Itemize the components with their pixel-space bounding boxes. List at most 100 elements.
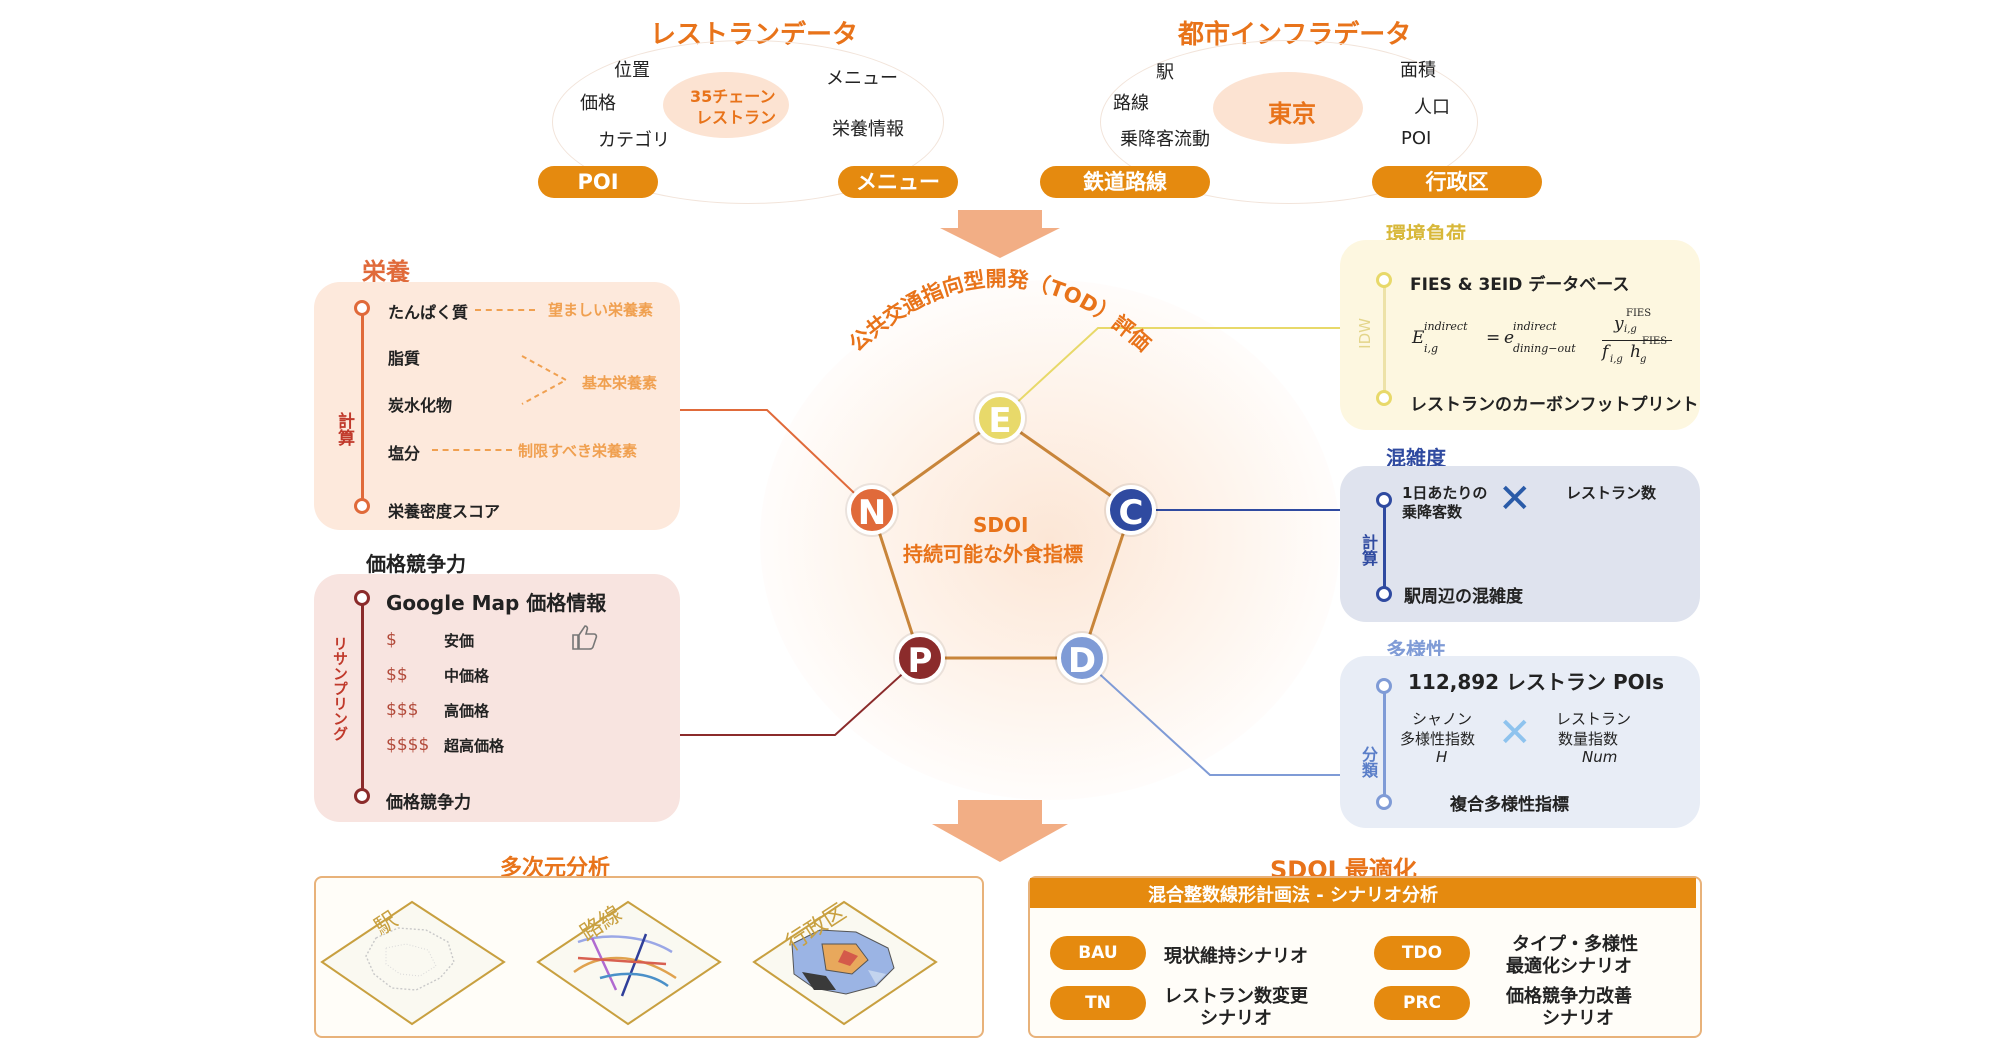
formula-lhs: E (1412, 328, 1425, 348)
nutrition-item-carb: 炭水化物 (388, 396, 453, 415)
analysis-maps (320, 900, 938, 1026)
nutrition-dot-bottom (354, 498, 370, 514)
diversity-card (1340, 656, 1700, 828)
infra-item-station: 駅 (1156, 62, 1174, 83)
scenario-tn: TN (1050, 986, 1146, 1020)
congestion-side-label: 計算 (1359, 534, 1378, 566)
congestion-item1-line1: 1日あたりの (1402, 484, 1488, 502)
price-symbol-3: $$$ (386, 700, 419, 720)
pill-rail: 鉄道路線 (1040, 166, 1210, 198)
restaurant-item-category: カテゴリ (598, 130, 670, 151)
pill-ward: 行政区 (1372, 166, 1542, 198)
node-d[interactable]: D (1057, 633, 1107, 683)
price-dot-top (354, 590, 370, 606)
pentagon-outline (870, 416, 1133, 660)
restaurant-center-blob (663, 72, 789, 138)
scenario-prc-label-2: シナリオ (1542, 1008, 1614, 1029)
scenario-tn-label-1: レストラン数変更 (1164, 986, 1308, 1007)
infra-item-line: 路線 (1113, 93, 1149, 114)
restaurant-center-line2: レストラン (696, 108, 777, 127)
congestion-dot-top (1376, 492, 1392, 508)
connector-n (680, 409, 873, 511)
price-label-3: 高価格 (444, 702, 490, 720)
node-n[interactable]: N (847, 485, 897, 535)
connector-d (1081, 657, 1340, 776)
scenario-tdo-label-2: 最適化シナリオ (1506, 956, 1632, 977)
formula-den-sup: FIES (1642, 336, 1668, 347)
price-source: Google Map 価格情報 (386, 591, 607, 615)
formula-equals: = (1486, 328, 1501, 348)
nutrition-timeline (361, 310, 364, 506)
env-db: FIES & 3EID データベース (1410, 275, 1630, 295)
diversity-dot-bottom (1376, 794, 1392, 810)
diversity-result: 複合多様性指標 (1450, 795, 1569, 815)
formula-e-sub: dining−out (1513, 342, 1576, 355)
nutrition-item-protein: たんぱく質 (388, 303, 469, 322)
nutrition-tag-desired: 望ましい栄養素 (548, 301, 654, 319)
nutrition-merge-lines (521, 355, 569, 405)
congestion-item2: レストラン数 (1566, 484, 1657, 502)
formula-num-sup: FIES (1626, 308, 1652, 319)
price-timeline (361, 600, 364, 796)
diversity-left-2: 多様性指数 (1400, 730, 1476, 748)
formula-lhs-sub: i,g (1424, 342, 1439, 355)
diversity-multiply-icon: ✕ (1498, 710, 1532, 756)
diversity-pois: 112,892 レストラン POIs (1408, 670, 1665, 694)
price-symbol-2: $$ (386, 665, 408, 685)
map-ward (752, 900, 938, 1026)
nutrition-tag-basic: 基本栄養素 (582, 374, 658, 392)
scenario-tn-label-2: シナリオ (1200, 1008, 1272, 1029)
env-timeline (1383, 282, 1386, 398)
diversity-left-1: シャノン (1412, 710, 1473, 728)
center-glow (760, 280, 1340, 800)
formula-den-h-sub: g (1640, 354, 1647, 365)
congestion-multiply-icon: ✕ (1498, 476, 1532, 522)
env-result: レストランのカーボンフットプリント (1410, 395, 1699, 415)
infra-center-blob (1213, 72, 1363, 144)
nutrition-title: 栄養 (362, 258, 410, 286)
sdoi-subtitle: 持続可能な外食指標 (903, 542, 1083, 566)
diversity-right-2: 数量指数 (1558, 730, 1619, 748)
diversity-timeline (1383, 688, 1386, 802)
nutrition-item-salt: 塩分 (388, 444, 421, 463)
optimization-banner-text: 混合整数線形計画法 - シナリオ分析 (1148, 885, 1439, 906)
scenario-bau: BAU (1050, 936, 1146, 970)
diversity-side-label: 分類 (1359, 746, 1378, 778)
arrow-bottom (932, 800, 1068, 862)
pill-poi: POI (538, 166, 658, 198)
infra-item-population: 人口 (1414, 97, 1450, 118)
env-card (1340, 240, 1700, 430)
env-formula: E indirect i,g = e indirect dining−out y… (1412, 308, 1672, 378)
formula-num: y (1614, 314, 1624, 334)
node-e[interactable]: E (975, 393, 1025, 443)
node-c[interactable]: C (1106, 485, 1156, 535)
env-dot-top (1376, 272, 1392, 288)
map-lines (536, 900, 722, 1026)
optimization-banner (1030, 878, 1696, 908)
node-p[interactable]: P (895, 633, 945, 683)
dash-salt (432, 449, 512, 451)
formula-num-sub: i,g (1624, 324, 1637, 335)
price-symbol-1: $ (386, 630, 397, 650)
thumbs-up-icon (572, 625, 598, 650)
dash-protein (475, 309, 535, 311)
scenario-tdo: TDO (1374, 936, 1470, 970)
arrow-top (940, 210, 1060, 258)
diversity-right-3: Num (1582, 748, 1618, 766)
sdoi-title: SDOI (973, 513, 1029, 537)
restaurant-item-location: 位置 (614, 60, 650, 81)
formula-den-f-sub: i,g (1610, 354, 1623, 365)
congestion-item1-line2: 乗降客数 (1402, 503, 1463, 521)
scenario-tdo-label-1: タイプ・多様性 (1512, 934, 1638, 955)
formula-e-sup: indirect (1513, 320, 1557, 333)
congestion-dot-bottom (1376, 586, 1392, 602)
nutrition-score: 栄養密度スコア (388, 502, 501, 521)
scenario-bau-label: 現状維持シナリオ (1164, 946, 1308, 967)
restaurant-item-price: 価格 (580, 93, 616, 114)
diversity-dot-top (1376, 678, 1392, 694)
env-dot-bottom (1376, 390, 1392, 406)
diversity-left-3: H (1436, 748, 1448, 766)
scenario-prc-label-1: 価格競争力改善 (1506, 986, 1632, 1007)
congestion-card (1340, 466, 1700, 622)
svg-text:公共交通指向型開発（TOD）評価: 公共交通指向型開発（TOD）評価 (845, 267, 1156, 356)
